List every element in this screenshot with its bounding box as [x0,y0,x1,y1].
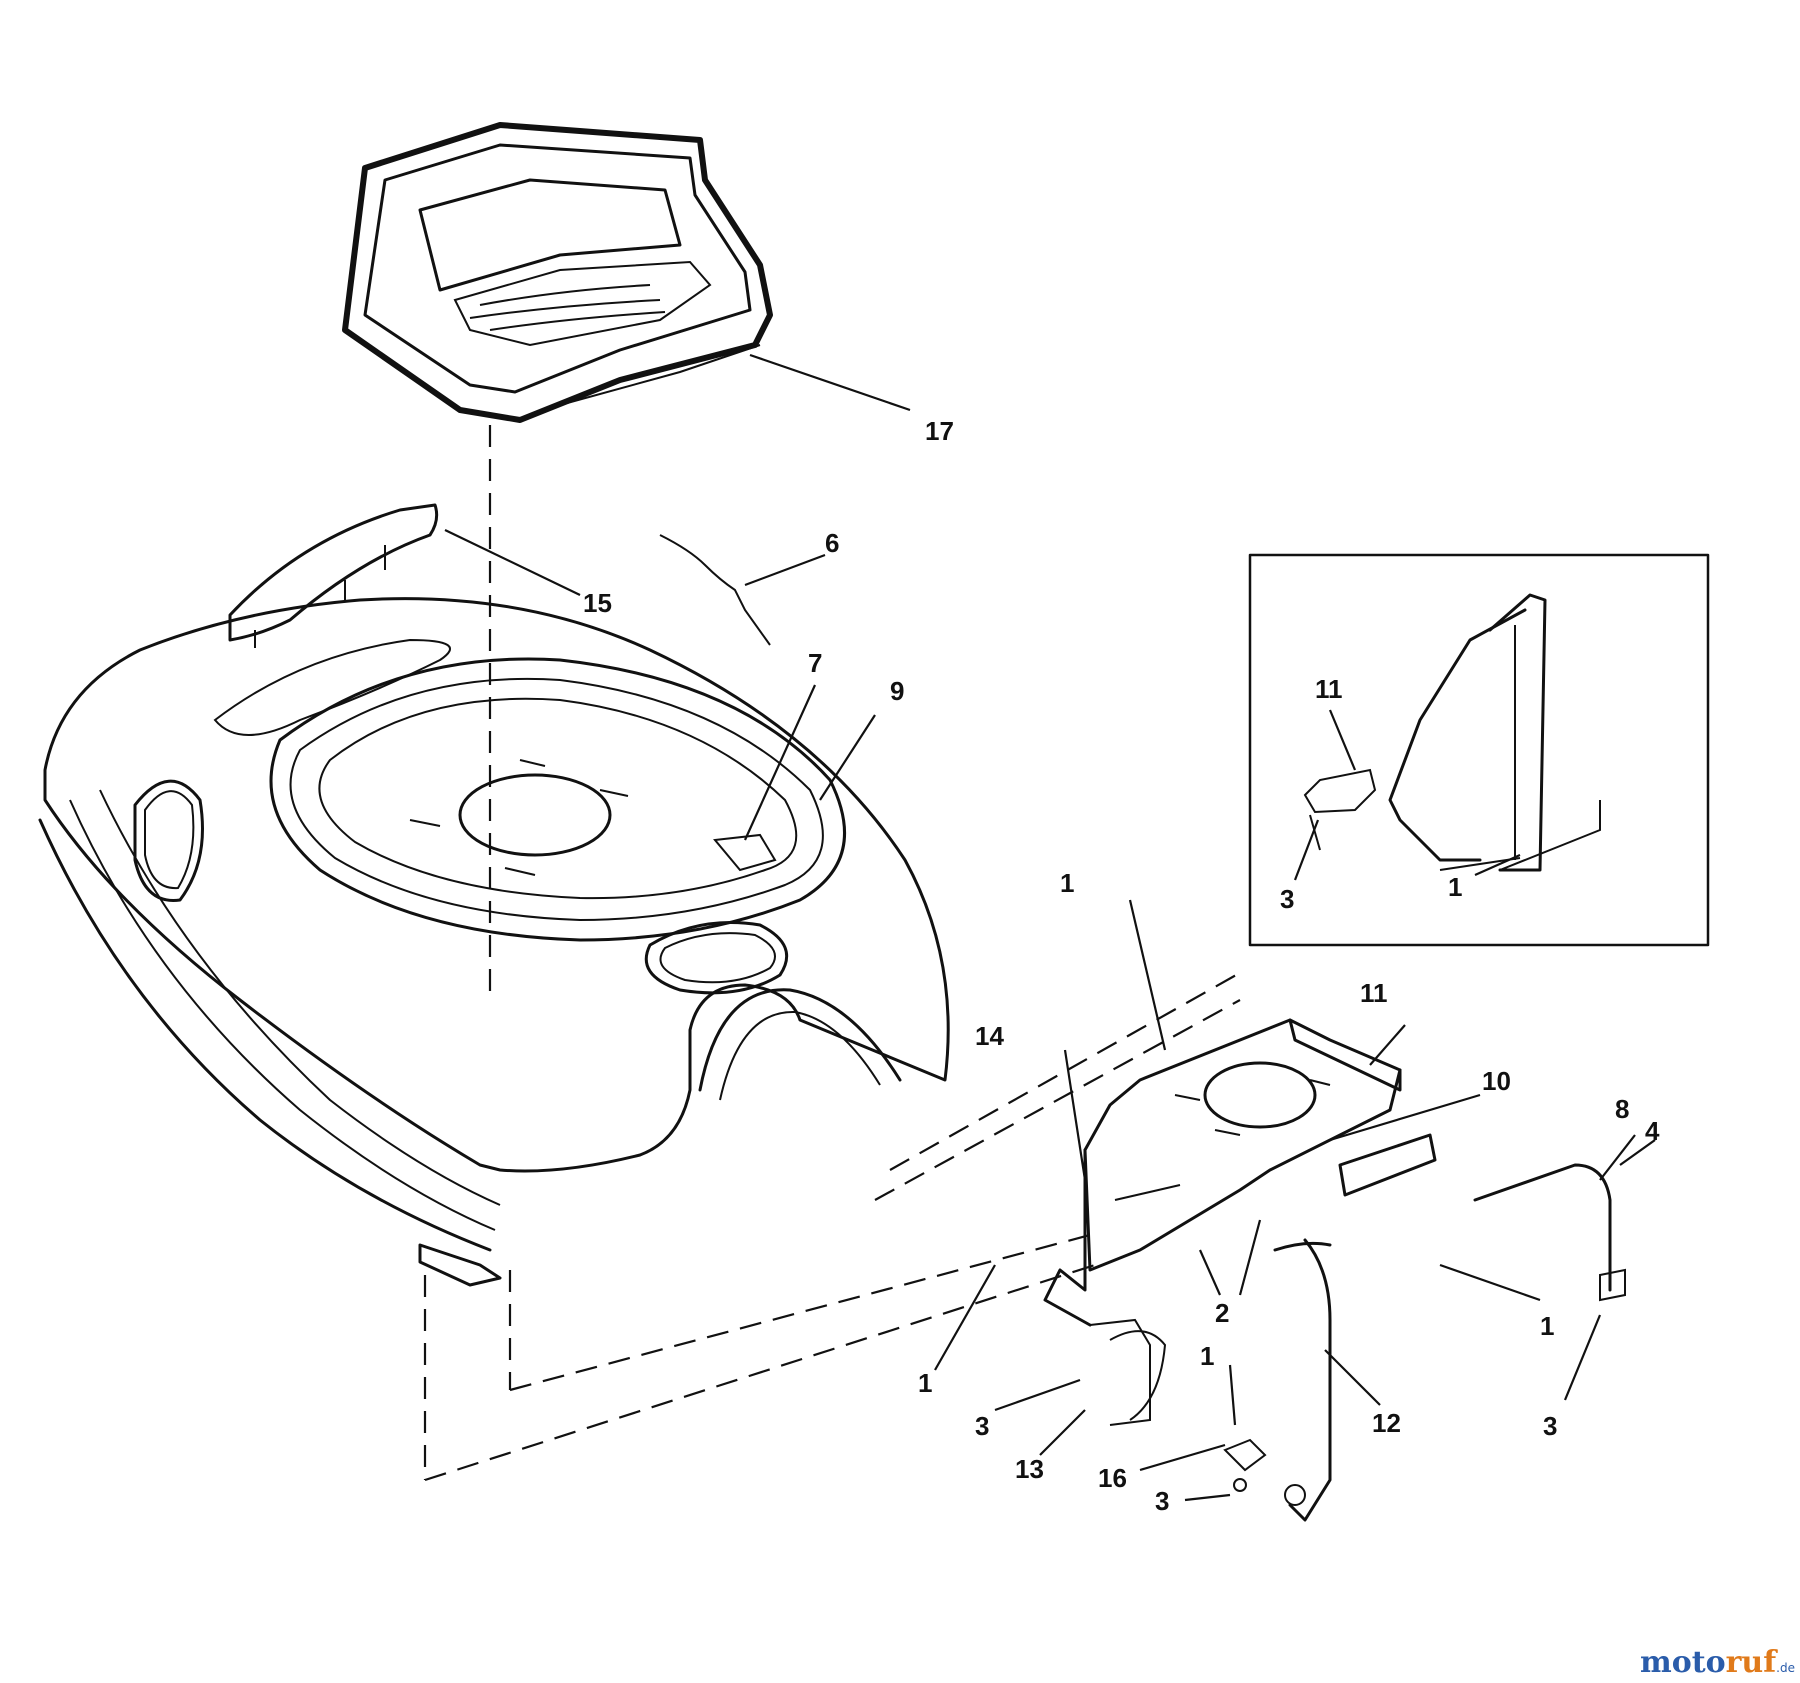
callout-16: 16 [1098,1463,1127,1493]
callout-1-bottom: 1 [1200,1341,1214,1371]
callout-labels: 17 6 15 7 9 11 3 1 1 11 10 14 8 4 2 1 1 … [583,416,1660,1516]
callout-10: 10 [1482,1066,1511,1096]
leader-lines [444,353,1656,1502]
callout-9: 9 [890,676,904,706]
callout-13: 13 [1015,1454,1044,1484]
callout-1-right: 1 [1540,1311,1554,1341]
watermark-logo: motoruf.de [1640,1645,1795,1680]
callout-2: 2 [1215,1298,1229,1328]
inset-detail [1248,553,1710,947]
seat-bracket-part [1043,1018,1626,1522]
callout-3-right: 3 [1543,1411,1557,1441]
callout-7: 7 [808,648,822,678]
callout-1-left: 1 [918,1368,932,1398]
alignment-lines [423,425,1246,1482]
seat-part [342,122,773,423]
callout-11: 11 [1360,978,1388,1008]
callout-14: 14 [975,1021,1004,1051]
callout-12: 12 [1372,1408,1401,1438]
callout-11-inset: 11 [1315,674,1343,704]
callout-3-bottom: 3 [1155,1486,1169,1516]
callout-1-inset: 1 [1448,872,1462,902]
callout-15: 15 [583,588,612,618]
callout-4: 4 [1645,1116,1660,1146]
callout-17: 17 [925,416,954,446]
hood-body-part [38,503,950,1287]
callout-1-top: 1 [1060,868,1074,898]
callout-3-inset: 3 [1280,884,1294,914]
callout-8: 8 [1615,1094,1629,1124]
callout-6: 6 [825,528,839,558]
callout-3-left: 3 [975,1411,989,1441]
watermark-text: motoruf.de [1640,1645,1795,1680]
